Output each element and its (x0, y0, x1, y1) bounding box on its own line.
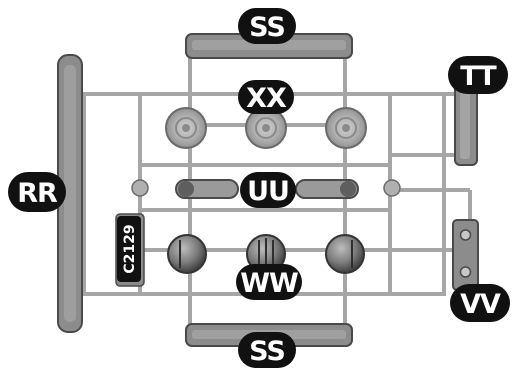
badge-c2129-text: C2129 (122, 224, 138, 273)
xx-disc-1 (165, 107, 207, 149)
uu-piece-left (175, 179, 239, 199)
ww-knob-3 (325, 234, 365, 274)
badge-rr: RR (8, 172, 66, 212)
badge-ss-bottom: SS (238, 332, 296, 368)
badge-uu-text: UU (247, 176, 289, 207)
part-rr (57, 54, 83, 333)
part-tt (454, 79, 478, 166)
part-xx-discs (165, 107, 367, 149)
badge-ss-top: SS (238, 8, 296, 44)
part-ww-knobs (167, 234, 365, 274)
badge-xx: XX (238, 80, 294, 114)
badge-xx-text: XX (246, 83, 287, 114)
badge-vv-text: VV (460, 289, 501, 320)
badge-uu: UU (240, 172, 296, 208)
part-vv (452, 219, 479, 291)
uu-piece-right (295, 179, 359, 199)
xx-disc-3 (325, 107, 367, 149)
part-uu-pieces (175, 179, 359, 199)
badge-rr-text: RR (17, 178, 58, 209)
badge-ss-bottom-text: SS (249, 336, 285, 367)
badge-ww-text: WW (240, 268, 298, 299)
badge-c2129: C2129 (117, 216, 141, 282)
badge-vv: VV (450, 284, 510, 322)
badge-ss-top-text: SS (249, 12, 285, 43)
badge-tt: TT (448, 56, 508, 94)
badge-ww: WW (236, 264, 302, 300)
badge-tt-text: TT (460, 61, 497, 92)
sprue-nubs (131, 179, 401, 197)
ww-knob-1 (167, 234, 207, 274)
